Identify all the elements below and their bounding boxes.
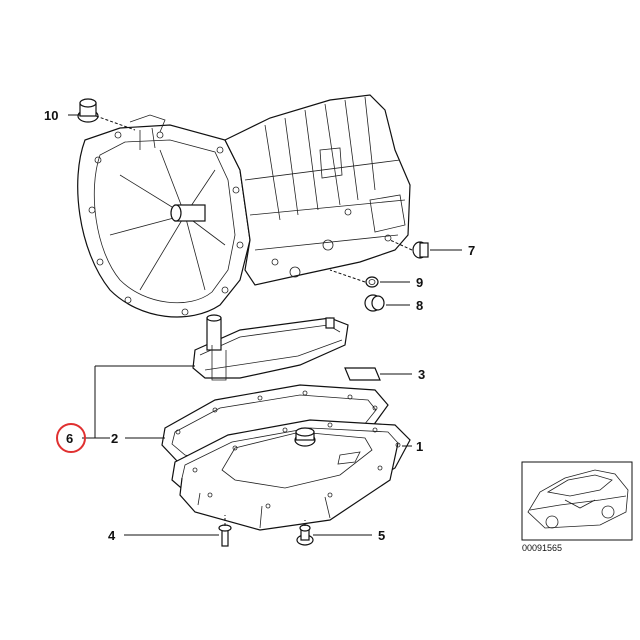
callout-4: 4 xyxy=(108,528,116,543)
group-bracket xyxy=(82,366,110,439)
callout-7: 7 xyxy=(468,243,475,258)
callout-6: 6 xyxy=(66,431,73,446)
vehicle-thumbnail xyxy=(521,461,633,541)
callout-10: 10 xyxy=(44,108,58,123)
callout-1: 1 xyxy=(416,439,423,454)
part-10-breather xyxy=(68,98,136,131)
filter-assembly xyxy=(95,314,349,381)
part-1-oil-pan xyxy=(171,419,412,531)
part-8-plug xyxy=(364,294,410,312)
highlight-circle xyxy=(56,423,86,453)
callout-5: 5 xyxy=(378,528,385,543)
callout-2: 2 xyxy=(111,431,118,446)
callout-8: 8 xyxy=(416,298,423,313)
callout-9: 9 xyxy=(416,275,423,290)
reference-code: 00091565 xyxy=(522,543,562,553)
part-5-drain-plug xyxy=(296,520,372,546)
part-4-bolt xyxy=(124,515,232,547)
callout-3: 3 xyxy=(418,367,425,382)
part-7-plug xyxy=(389,239,462,259)
transmission-housing xyxy=(77,94,411,318)
part-9-seal xyxy=(329,269,410,288)
part-3-gasket xyxy=(344,367,412,381)
